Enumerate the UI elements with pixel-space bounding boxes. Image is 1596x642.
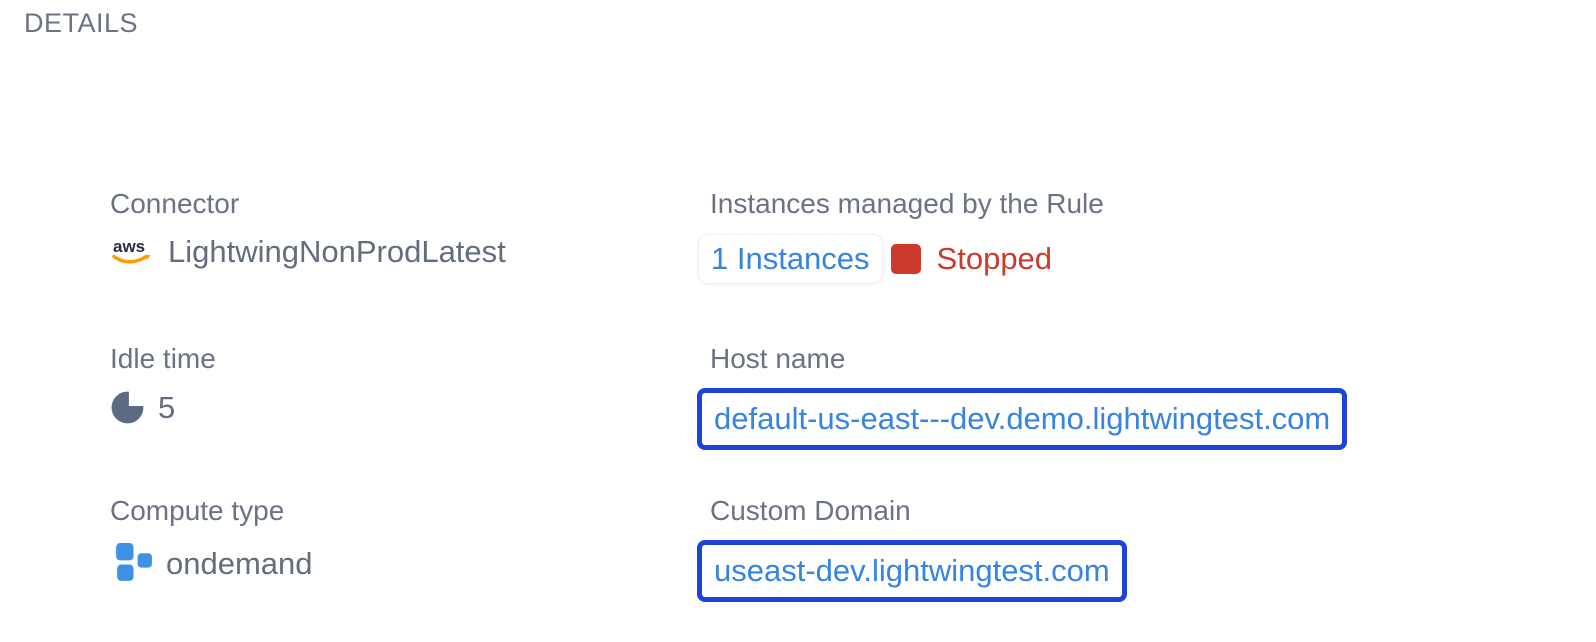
- field-host-name: Host name default-us-east---dev.demo.lig…: [697, 343, 1348, 450]
- custom-domain-label: Custom Domain: [710, 495, 911, 526]
- idle-time-value-row: 5: [110, 389, 216, 426]
- field-custom-domain: Custom Domain useast-dev.lightwingtest.c…: [697, 495, 1127, 602]
- custom-domain-link[interactable]: useast-dev.lightwingtest.com: [697, 540, 1127, 602]
- svg-text:aws: aws: [113, 237, 145, 256]
- instances-count-link[interactable]: 1 Instances: [698, 234, 883, 284]
- compute-type-label: Compute type: [110, 495, 285, 526]
- idle-time-label: Idle time: [110, 343, 216, 374]
- field-instances: Instances managed by the Rule 1 Instance…: [698, 188, 1104, 284]
- compute-type-value: ondemand: [166, 545, 313, 581]
- connector-value-row: aws LightwingNonProdLatest: [110, 234, 506, 270]
- connector-value: LightwingNonProdLatest: [168, 234, 506, 269]
- instances-label: Instances managed by the Rule: [710, 188, 1104, 219]
- section-title: DETAILS: [24, 8, 139, 38]
- host-name-link[interactable]: default-us-east---dev.demo.lightwingtest…: [697, 388, 1348, 450]
- field-compute-type: Compute type ondemand: [110, 495, 313, 586]
- host-name-label: Host name: [710, 343, 846, 374]
- instances-value-row: 1 Instances Stopped: [698, 234, 1104, 284]
- connector-label: Connector: [110, 188, 240, 219]
- idle-time-value: 5: [158, 389, 176, 425]
- field-idle-time: Idle time 5: [110, 343, 216, 426]
- stopped-status-label: Stopped: [936, 241, 1053, 276]
- field-connector: Connector aws LightwingNonProdLatest: [110, 188, 506, 270]
- aws-logo-icon: aws: [110, 236, 157, 268]
- stopped-square-icon: [890, 244, 921, 274]
- compute-type-value-row: ondemand: [110, 541, 313, 586]
- pie-chart-icon: [110, 389, 147, 426]
- compute-squares-icon: [110, 541, 155, 586]
